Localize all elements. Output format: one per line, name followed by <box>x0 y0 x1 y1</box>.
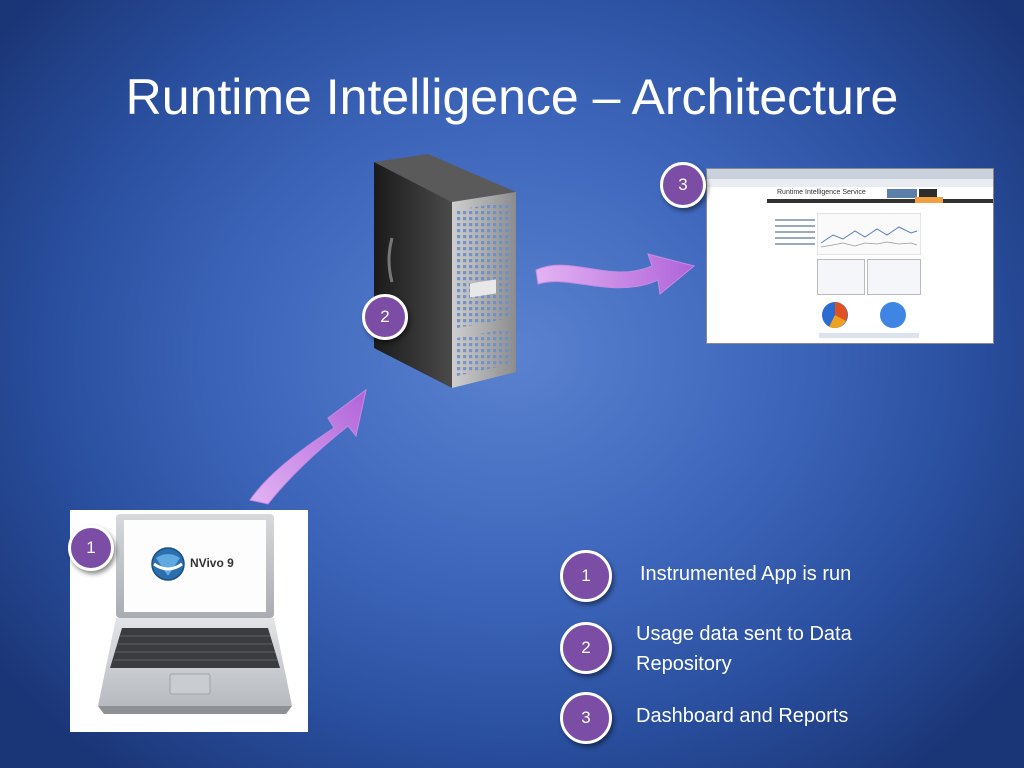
nvivo-logo-icon <box>151 547 185 581</box>
upload-arrow-icon <box>249 388 367 505</box>
badge-3: 3 <box>660 162 706 208</box>
nvivo-logo-text: NVivo 9 <box>190 556 234 570</box>
legend-badge-2: 2 <box>560 622 612 674</box>
slide-title: Runtime Intelligence – Architecture <box>125 69 899 125</box>
legend-text-1: Instrumented App is run <box>640 563 852 585</box>
badge-1: 1 <box>68 525 114 571</box>
legend-badge-1: 1 <box>560 550 612 602</box>
legend-text-3: Dashboard and Reports <box>636 705 849 727</box>
server-tower-icon <box>374 154 516 388</box>
report-arrow-icon <box>535 253 696 295</box>
dashboard-header: Runtime Intelligence Service <box>777 189 866 196</box>
laptop-icon <box>98 514 292 714</box>
legend-badge-3: 3 <box>560 692 612 744</box>
legend-text-2: Usage data sent to Data Repository <box>636 623 852 675</box>
badge-2: 2 <box>362 294 408 340</box>
dashboard-screenshot: Runtime Intelligence Service <box>706 168 994 344</box>
